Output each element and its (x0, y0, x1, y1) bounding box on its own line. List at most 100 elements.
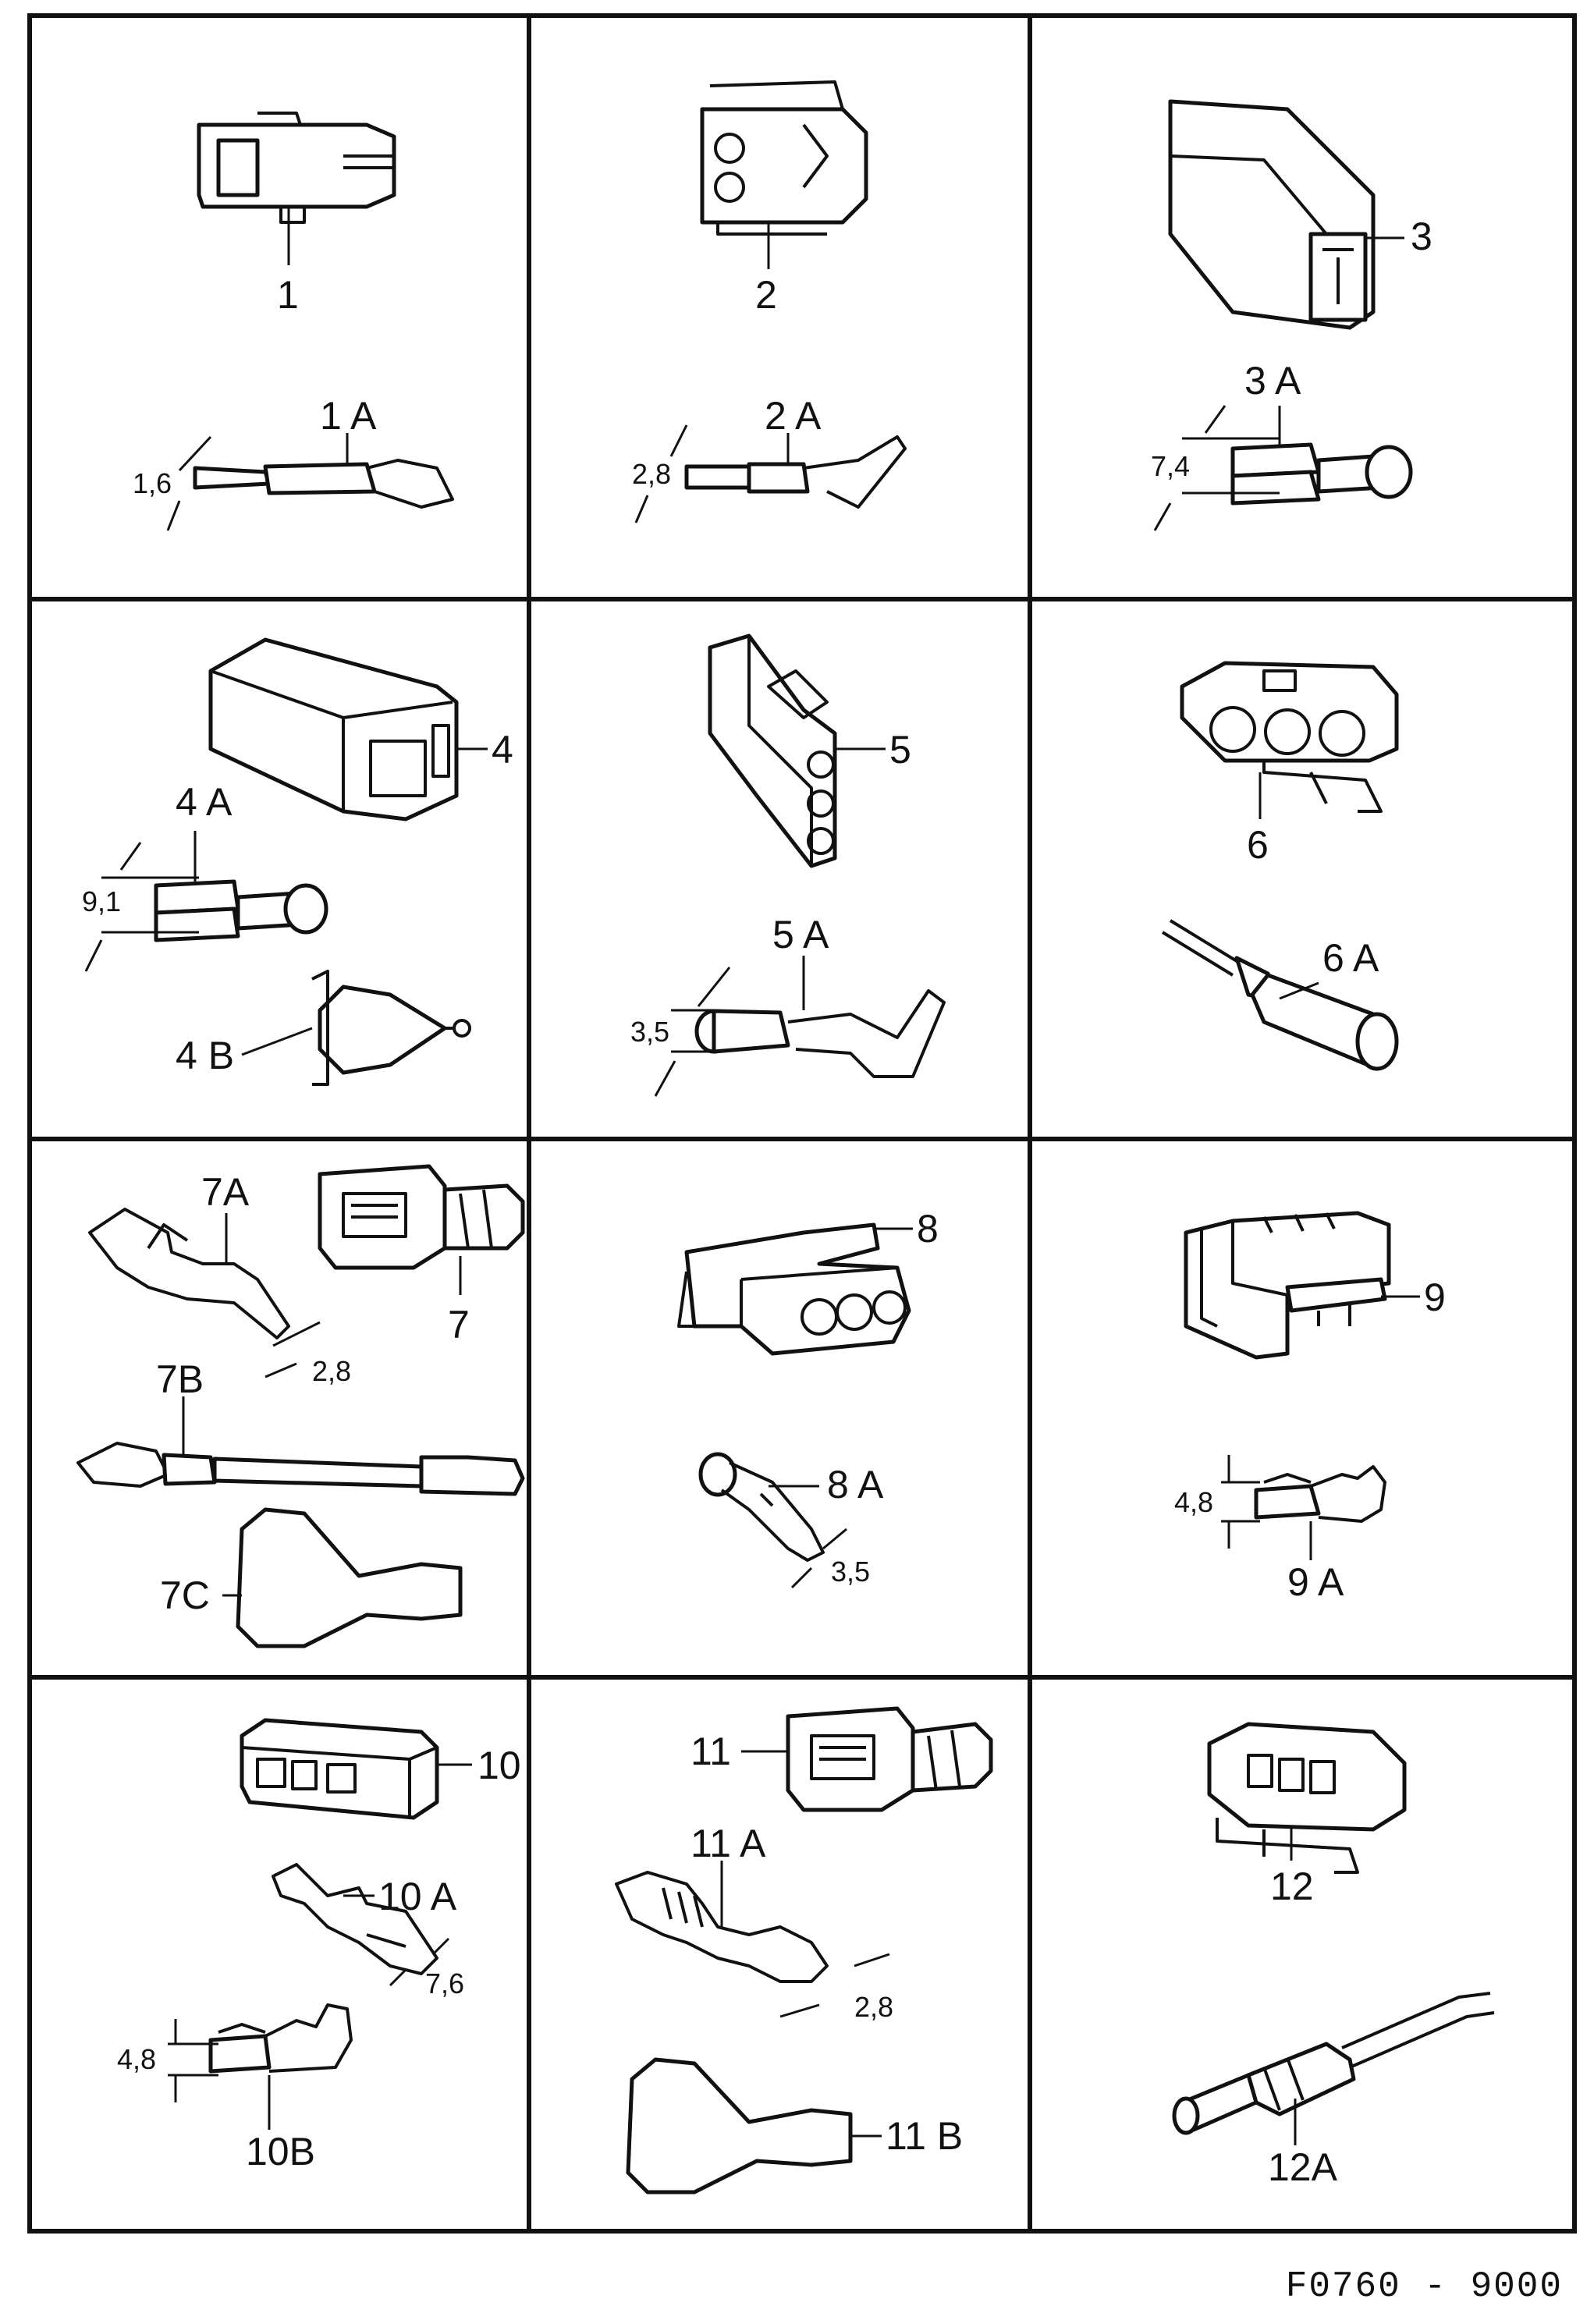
cable-7b-drawing (76, 1442, 525, 1496)
boot-7c-drawing (236, 1507, 463, 1648)
boot-11b-drawing (626, 2057, 853, 2194)
terminal-3a-drawing (1230, 442, 1413, 506)
leader-4b (241, 1027, 313, 1056)
dim-3: 7,4 (1151, 450, 1190, 482)
dim-arrow-7-top (272, 1321, 321, 1347)
label-7b: 7B (156, 1357, 204, 1401)
label-9: 9 (1424, 1276, 1446, 1319)
grid-frame (27, 13, 1577, 2234)
connector-12-drawing (1207, 1722, 1407, 1874)
cell-6: 6 6 A (1161, 661, 1399, 1071)
boot-4b-drawing (311, 970, 471, 1086)
drawing-reference: F0760 - 9000 (1285, 2266, 1563, 2307)
label-2: 2 (755, 273, 777, 317)
cell-1: 1 1 A 1,6 (133, 112, 454, 531)
label-7: 7 (448, 1303, 470, 1347)
dim-1: 1,6 (133, 467, 172, 499)
dim-arrow-10a-bottom (389, 1968, 407, 1987)
cell-8: 8 8 A 3,5 (677, 1207, 939, 1589)
label-9a: 9 A (1287, 1560, 1344, 1604)
label-11a: 11 A (690, 1822, 766, 1865)
cell-5: 5 5 A 3,5 (630, 633, 946, 1097)
label-3a: 3 A (1244, 359, 1301, 403)
connector-11-drawing (786, 1706, 993, 1812)
cell-12: 12 12A (1172, 1722, 1495, 2189)
label-5a: 5 A (772, 913, 829, 956)
dim-7: 2,8 (312, 1355, 351, 1387)
connector-4-drawing (208, 637, 459, 821)
label-8a: 8 A (827, 1463, 884, 1506)
dim-arrow-3-top (1204, 405, 1227, 434)
cell-9: 9 9 A 4,8 (1174, 1211, 1446, 1604)
cell-4: 4 4 A 9,1 4 B (82, 637, 513, 1086)
connector-2-drawing (700, 80, 868, 236)
connector-6-drawing (1180, 661, 1399, 813)
dim-arrow-3-bottom (1153, 502, 1172, 531)
dim-arrow-8-top (822, 1527, 847, 1550)
label-7c: 7C (160, 1574, 210, 1617)
dim-10b: 4,8 (117, 2043, 156, 2075)
dim-arrow-10a-top (431, 1937, 450, 1956)
terminal-6a-drawing (1161, 919, 1399, 1071)
terminal-2a-drawing (684, 435, 907, 509)
dim-arrow-4-bottom (84, 939, 103, 972)
connector-1-drawing (197, 112, 396, 224)
label-3: 3 (1411, 215, 1432, 258)
terminal-10a-drawing (272, 1863, 438, 1975)
label-4a: 4 A (176, 780, 233, 824)
dim-arrow-1-top (178, 435, 212, 472)
label-4: 4 (492, 728, 513, 772)
label-1: 1 (277, 273, 299, 317)
label-12: 12 (1270, 1865, 1314, 1908)
dim-arrow-1-bottom (166, 500, 181, 531)
dim-arrow-5-top (697, 967, 731, 1007)
connector-8-drawing (677, 1222, 911, 1356)
dim-arrow-8-bottom (790, 1566, 813, 1589)
label-10a: 10 A (378, 1875, 457, 1918)
connector-7-drawing (318, 1164, 525, 1270)
label-11: 11 (690, 1730, 731, 1773)
label-2a: 2 A (765, 394, 822, 438)
terminal-8a-drawing (698, 1452, 825, 1562)
terminal-9a-drawing (1254, 1465, 1386, 1523)
label-8: 8 (917, 1207, 939, 1251)
cell-2: 2 2 A 2,8 (632, 80, 907, 523)
dim-5: 3,5 (630, 1016, 669, 1048)
connector-5-drawing (708, 633, 837, 868)
label-10: 10 (477, 1744, 521, 1787)
dim-arrow-2-top (669, 424, 688, 457)
dim-2: 2,8 (632, 458, 671, 490)
dim-11: 2,8 (854, 1991, 893, 2023)
label-5: 5 (889, 728, 911, 772)
cell-3: 3 3 A 7,4 (1151, 99, 1432, 531)
dim-arrow-7-bottom (264, 1362, 297, 1378)
connector-3-drawing (1168, 99, 1376, 330)
terminal-1a-drawing (193, 459, 454, 509)
dim-4: 9,1 (82, 885, 121, 917)
dim-arrow-2-bottom (634, 495, 649, 523)
sensor-12a-drawing (1172, 1992, 1495, 2135)
dim-10a: 7,6 (425, 1967, 464, 1999)
cell-10: 10 10 A 7,6 10B 4,8 (117, 1718, 521, 2173)
label-11b: 11 B (886, 2114, 963, 2158)
terminal-7a-drawing (88, 1208, 290, 1339)
label-12a: 12A (1268, 2145, 1338, 2189)
dim-8: 3,5 (831, 1556, 870, 1588)
label-6a: 6 A (1322, 936, 1379, 980)
cell-11: 11 11 A 2,8 11 B (615, 1706, 993, 2194)
dim-arrow-4-top (119, 842, 142, 871)
terminal-5a-drawing (694, 989, 946, 1078)
terminal-10b-drawing (208, 2003, 353, 2074)
connector-10-drawing (240, 1718, 439, 1820)
dim-arrow-11-bottom (779, 2003, 820, 2018)
connector-9-drawing (1184, 1211, 1391, 1360)
label-10b: 10B (246, 2130, 315, 2173)
terminal-11a-drawing (615, 1871, 829, 1983)
label-4b: 4 B (176, 1034, 234, 1077)
dim-arrow-5-bottom (654, 1060, 676, 1097)
dim-9: 4,8 (1174, 1486, 1213, 1518)
label-1a: 1 A (320, 394, 377, 438)
label-7a: 7A (201, 1170, 250, 1214)
label-6: 6 (1247, 823, 1269, 867)
